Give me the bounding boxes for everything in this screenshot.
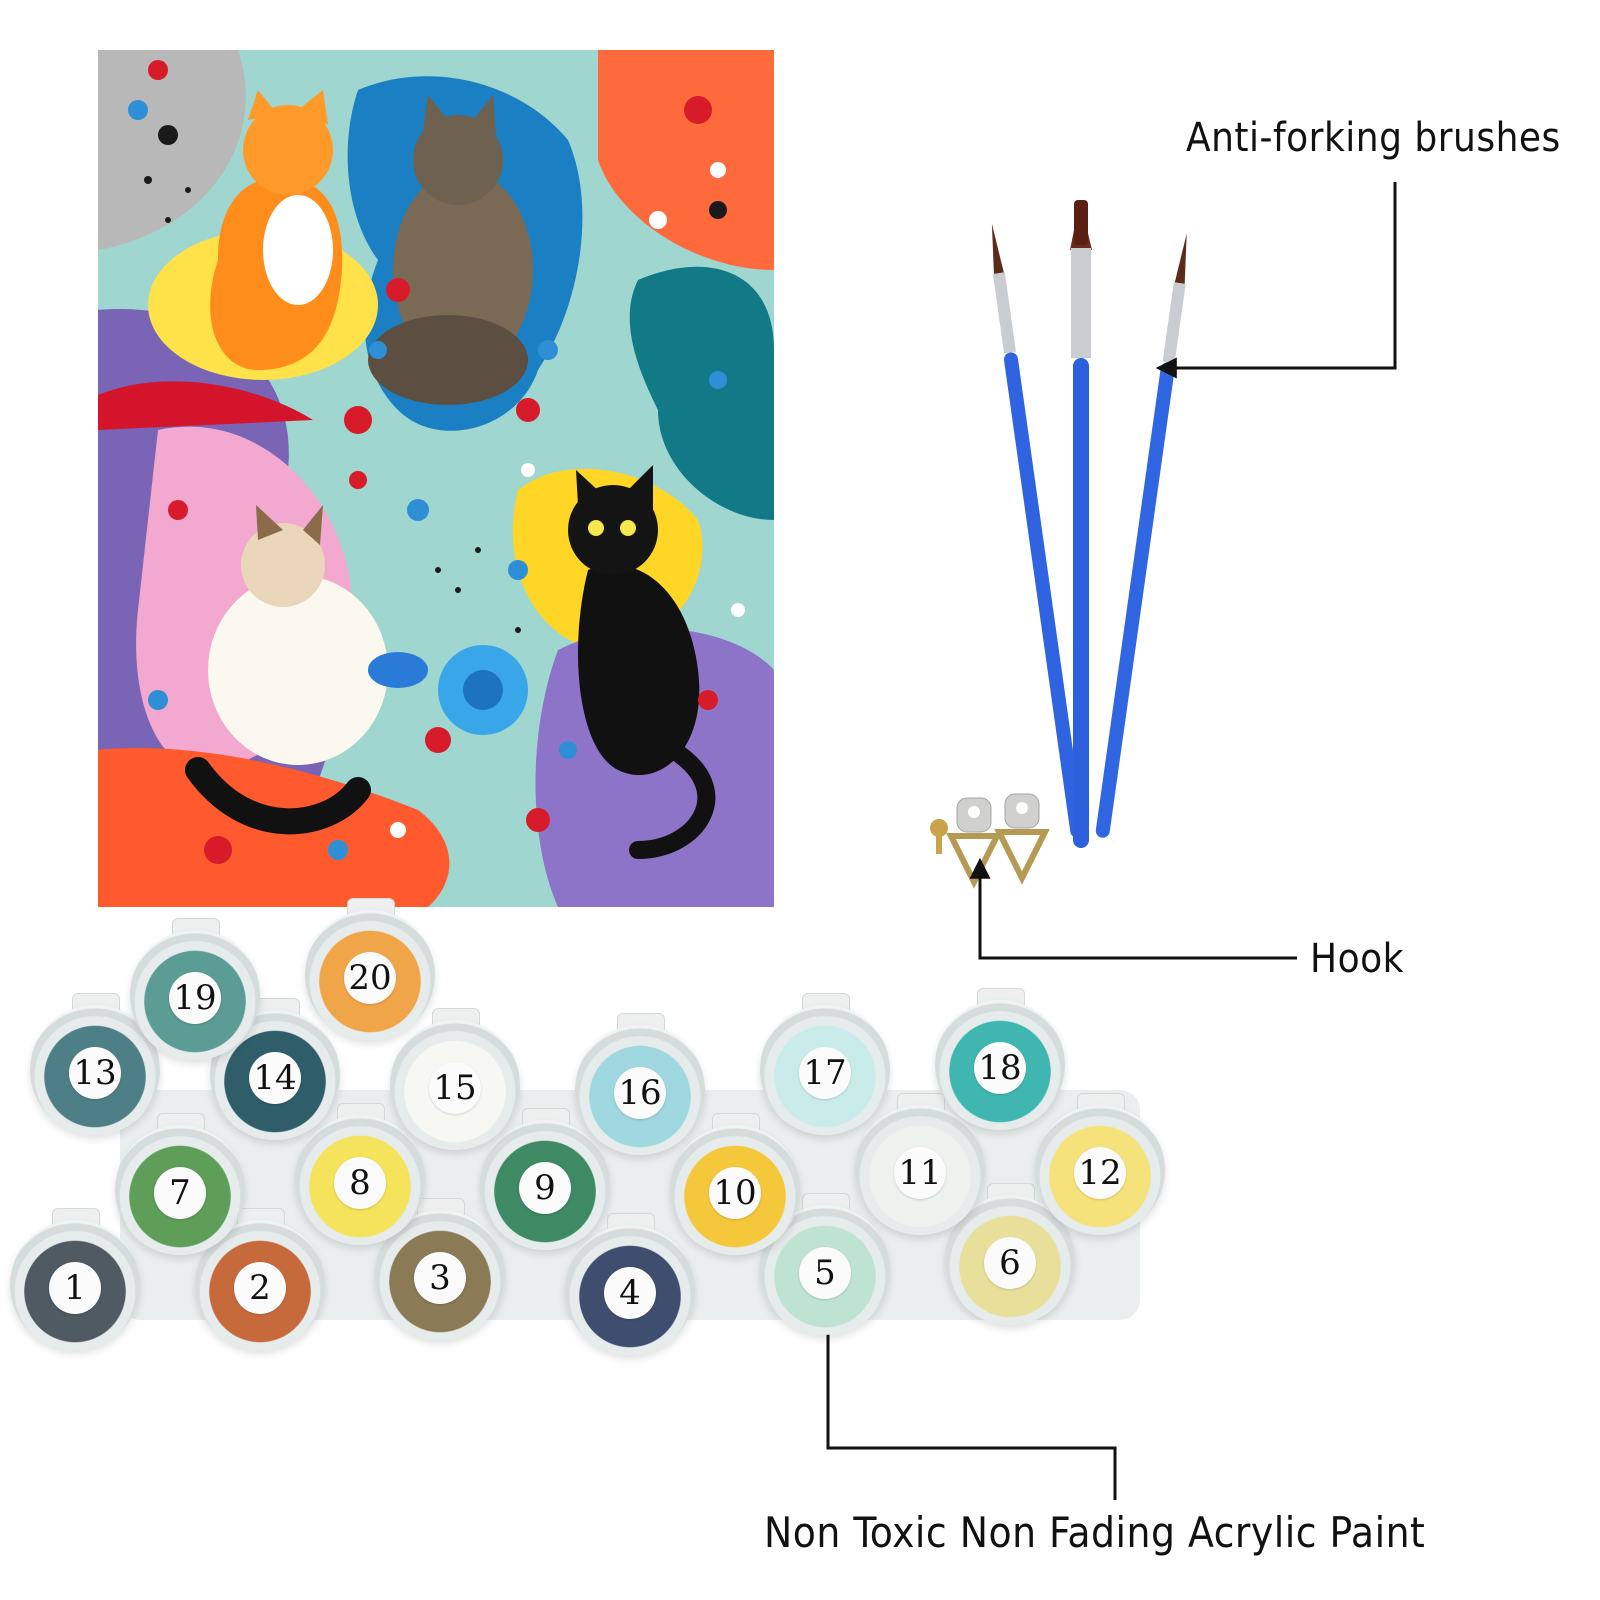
paint-pot: 7 bbox=[115, 1113, 245, 1255]
paint-pot-number: 11 bbox=[894, 1147, 946, 1199]
paint-pot: 15 bbox=[390, 1008, 520, 1150]
cat-painting-artwork bbox=[98, 50, 774, 907]
paint-pot: 8 bbox=[295, 1103, 425, 1245]
paint-pot: 16 bbox=[575, 1013, 705, 1155]
paint-pot-number: 14 bbox=[249, 1052, 301, 1104]
paint-pot: 18 bbox=[935, 988, 1065, 1130]
paint-pot: 11 bbox=[855, 1093, 985, 1235]
paint-pot-number: 4 bbox=[604, 1267, 656, 1319]
paint-pot-number: 1 bbox=[49, 1262, 101, 1314]
paint-pot: 9 bbox=[480, 1108, 610, 1250]
paint-pot: 17 bbox=[760, 993, 890, 1135]
acrylic-paint-label: Non Toxic Non Fading Acrylic Paint bbox=[764, 1508, 1426, 1557]
paint-pot: 19 bbox=[130, 918, 260, 1060]
paint-pot-number: 8 bbox=[334, 1157, 386, 1209]
paint-pot-number: 2 bbox=[234, 1262, 286, 1314]
paint-pot-number: 13 bbox=[69, 1047, 121, 1099]
paint-pot: 1 bbox=[10, 1208, 140, 1350]
paint-pot-number: 17 bbox=[799, 1047, 851, 1099]
paint-pot-number: 18 bbox=[974, 1042, 1026, 1094]
paint-pot-number: 10 bbox=[709, 1167, 761, 1219]
paint-pot: 6 bbox=[945, 1183, 1075, 1325]
paint-pot-number: 15 bbox=[429, 1062, 481, 1114]
paint-brushes-image bbox=[980, 190, 1200, 870]
paint-pot: 20 bbox=[305, 898, 435, 1040]
paint-pot-number: 16 bbox=[614, 1067, 666, 1119]
paint-pot: 10 bbox=[670, 1113, 800, 1255]
paint-pot-number: 19 bbox=[169, 972, 221, 1024]
paint-pot-number: 7 bbox=[154, 1167, 206, 1219]
paint-pot-number: 9 bbox=[519, 1162, 571, 1214]
paint-pot: 13 bbox=[30, 993, 160, 1135]
paint-pot-number: 5 bbox=[799, 1247, 851, 1299]
hook-hardware-image bbox=[925, 790, 1065, 900]
anti-forking-brushes-label: Anti-forking brushes bbox=[1186, 115, 1561, 161]
paint-pot: 12 bbox=[1035, 1093, 1165, 1235]
paint-pot: 4 bbox=[565, 1213, 695, 1355]
hook-label: Hook bbox=[1310, 936, 1404, 982]
paint-pot-number: 12 bbox=[1074, 1147, 1126, 1199]
paint-pot-number: 20 bbox=[344, 952, 396, 1004]
paint-pot-number: 3 bbox=[414, 1252, 466, 1304]
paint-pot-number: 6 bbox=[984, 1237, 1036, 1289]
